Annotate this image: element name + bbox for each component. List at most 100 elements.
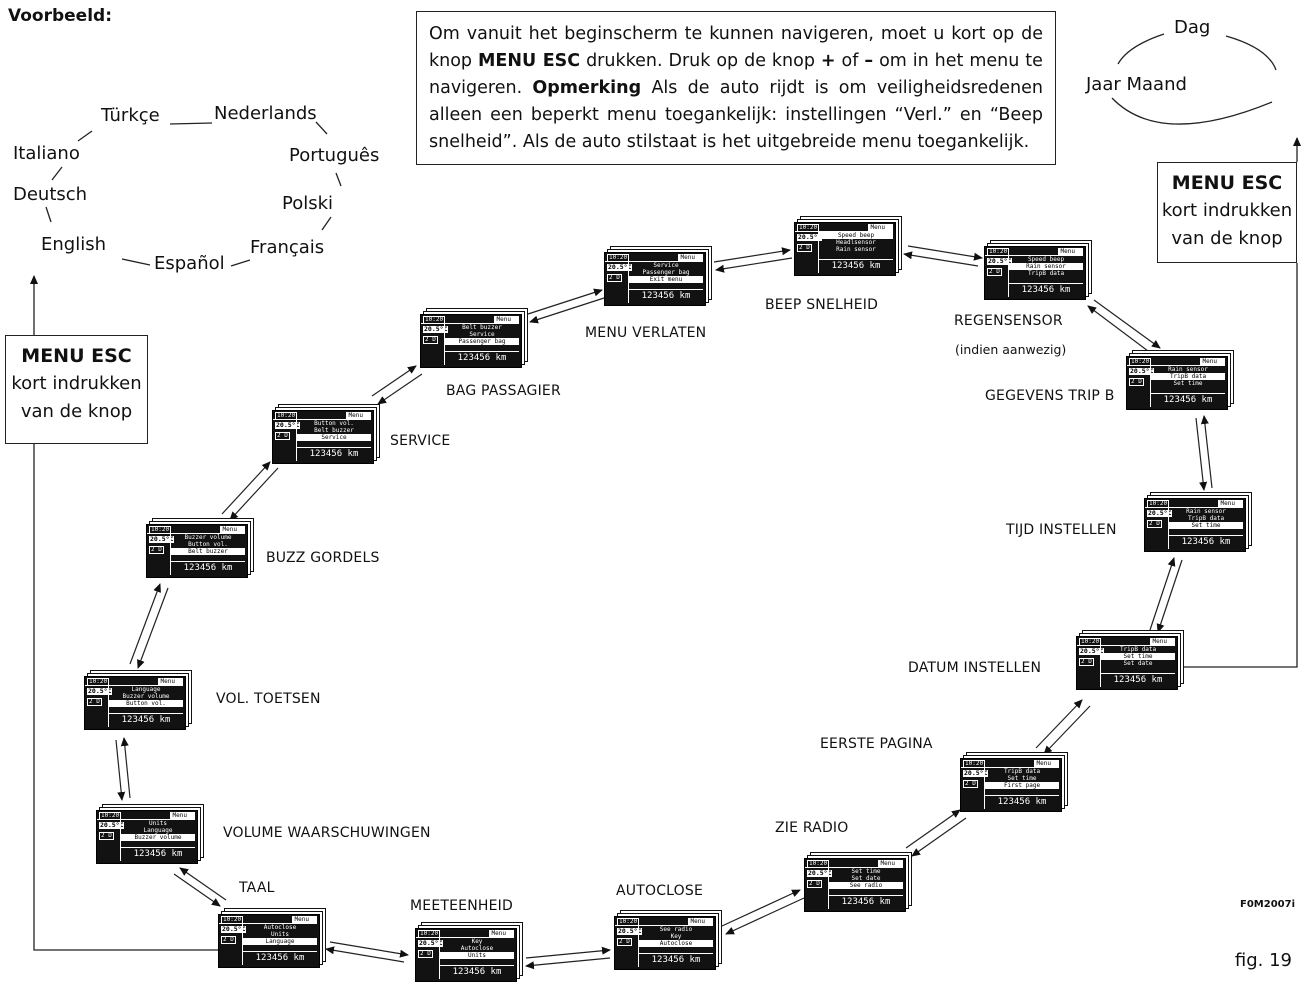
info-text-4: om in het menu te navigeren.	[429, 51, 1043, 98]
info-text-1: Om vanuit het beginscherm te kunnen navi…	[429, 24, 1043, 71]
screen-menu-line: Button vol.	[109, 700, 183, 707]
screen-temperature: 20.5°C	[87, 687, 113, 695]
page-title: Voorbeeld:	[8, 6, 112, 26]
screen-menu-line: Autoclose	[263, 924, 297, 931]
label-tijd-instellen: TIJD INSTELLEN	[1006, 522, 1117, 538]
screen-temperature: 20.5°C	[1079, 647, 1105, 655]
screen-gear: 2 D	[807, 880, 822, 888]
menu-esc-box-left: MENU ESC kort indrukken van de knop	[5, 335, 148, 444]
screen-menu-line: Key	[471, 938, 483, 945]
screen-menu: Menu	[1149, 638, 1175, 645]
info-minus: –	[864, 51, 874, 71]
screen-gear: 2 D	[1147, 520, 1162, 528]
screen-menu-line: Button vol.	[188, 541, 228, 548]
screen-temperature: 20.5°C	[617, 927, 643, 935]
screen-menu-line: Set time	[1101, 653, 1175, 660]
screen-gear: 2 D	[87, 698, 102, 706]
screen-menu-line: First page	[985, 782, 1059, 789]
screen-odometer: 123456 km	[243, 951, 317, 965]
label-autoclose: AUTOCLOSE	[616, 883, 704, 899]
label-buzz-gordels: BUZZ GORDELS	[266, 550, 380, 566]
label-gegevens-trip-b: GEGEVENS TRIP B	[985, 388, 1115, 404]
screen-menu: Menu	[877, 860, 903, 867]
language-espanol: Español	[154, 253, 225, 274]
screen-temperature: 20.5°C	[149, 535, 175, 543]
label-meeteenheid: MEETEENHEID	[410, 898, 513, 914]
label-vol-toetsen: VOL. TOETSEN	[216, 691, 321, 707]
screen-odometer: 123456 km	[297, 447, 371, 461]
screen-odometer: 123456 km	[445, 351, 519, 365]
screen-menu-line: Button vol.	[314, 420, 354, 427]
screen-menu-line: Set date	[1123, 660, 1153, 667]
screen-menu-line: Belt buzzer	[314, 427, 354, 434]
screen-menu-line: Set time	[1173, 380, 1203, 387]
label-menu-verlaten: MENU VERLATEN	[585, 325, 707, 341]
screen-menu-line: Service	[469, 331, 495, 338]
info-box: Om vanuit het beginscherm te kunnen navi…	[416, 11, 1056, 165]
screen-menu-line: Passenger bag	[642, 269, 690, 276]
menu-esc-heading: MENU ESC	[21, 345, 132, 367]
screen-menu-line: Service	[653, 262, 679, 269]
screen-menu-line: Language	[143, 827, 173, 834]
info-menu-esc: MENU ESC	[478, 51, 581, 71]
screen-temperature: 20.5°C	[418, 939, 444, 947]
screen-menu-line: Exit menu	[629, 276, 703, 283]
language-nederlands: Nederlands	[214, 103, 317, 124]
info-text-5: Als de auto rijdt is om veiligheidsreden…	[429, 78, 1043, 152]
screen-menu: Menu	[687, 918, 713, 925]
screen-gear: 2 D	[607, 274, 622, 282]
screen-menu-line: Set time	[851, 868, 881, 875]
screen-temperature: 20.5°C	[963, 769, 989, 777]
screen-menu: Menu	[677, 254, 703, 261]
label-beep-snelheid: BEEP SNELHEID	[765, 297, 879, 313]
screen-menu: Menu	[169, 812, 195, 819]
screen-temperature: 20.5°C	[987, 257, 1013, 265]
screen-odometer: 123456 km	[985, 795, 1059, 809]
screen-menu-line: Units	[440, 952, 514, 959]
screen-menu-line: Set date	[851, 875, 881, 882]
screen-menu-line: Rain sensor	[1009, 263, 1083, 270]
screen-temperature: 20.5°C	[99, 821, 125, 829]
screen-gear: 2 D	[275, 432, 290, 440]
screen-menu: Menu	[493, 316, 519, 323]
label-bag-passagier: BAG PASSAGIER	[446, 383, 561, 399]
screen-odometer: 123456 km	[1169, 535, 1243, 549]
screen-menu-line: Autoclose	[639, 940, 713, 947]
language-portugues: Português	[289, 145, 380, 166]
screen-menu-line: Rain sensor	[1186, 508, 1226, 515]
screen-gear: 2 D	[99, 832, 114, 840]
screen-menu: Menu	[1217, 500, 1243, 507]
screen-odometer: 123456 km	[1151, 393, 1225, 407]
screen-menu-line: Rain sensor	[1168, 366, 1208, 373]
screen-menu-line: Belt buzzer	[171, 548, 245, 555]
info-opmerking: Opmerking	[532, 78, 642, 98]
screen-menu: Menu	[1033, 760, 1059, 767]
label-regensensor-note: (indien aanwezig)	[955, 342, 1067, 357]
screen-temperature: 20.5°C	[797, 233, 823, 241]
screen-menu-line: TripB data	[1151, 373, 1225, 380]
screen-gear: 2 D	[987, 268, 1002, 276]
